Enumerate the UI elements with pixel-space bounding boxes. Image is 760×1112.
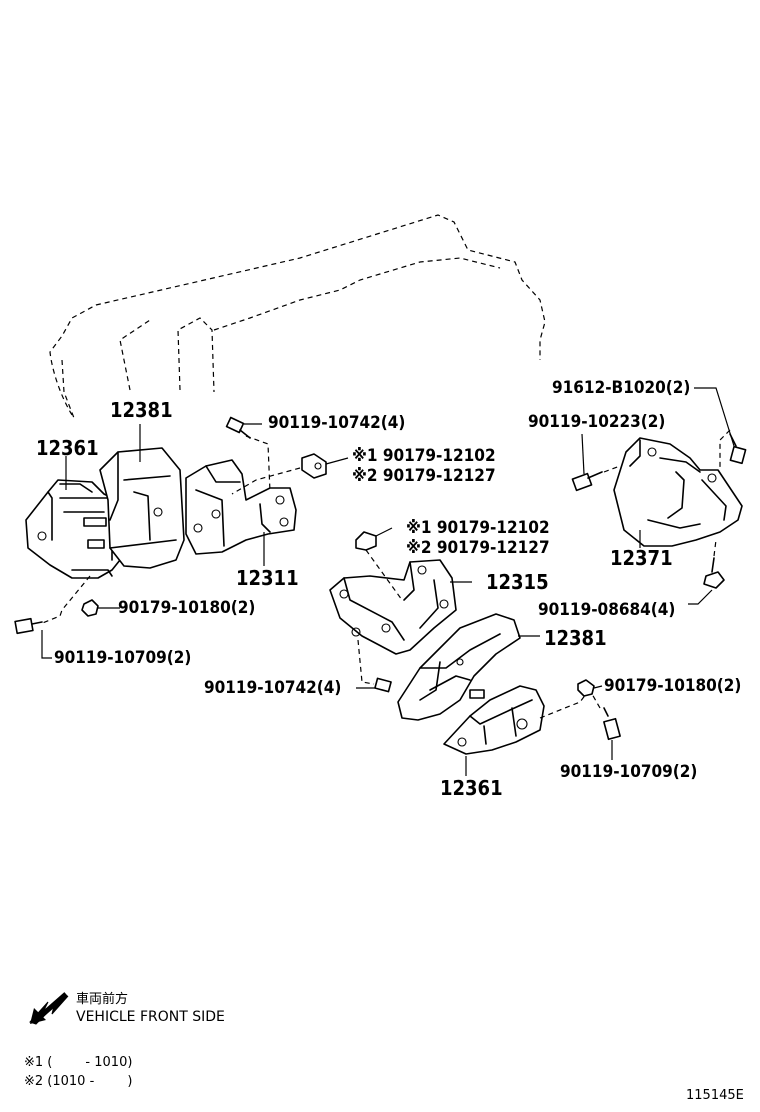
label-90119-08684: 90119-08684(4) <box>538 600 676 620</box>
label-90179-12127-mid: ※2 90179-12127 <box>406 538 550 558</box>
label-12381-right: 12381 <box>544 626 607 650</box>
label-90119-10709-left: 90119-10709(2) <box>54 648 192 668</box>
legend-front-jp: 車両前方 <box>76 992 129 1007</box>
front-direction-arrow-icon <box>29 992 69 1025</box>
part-12381-left-bracket <box>99 447 185 569</box>
part-12361-left-mount <box>25 479 125 579</box>
label-12315: 12315 <box>486 570 549 594</box>
part-12315-bracket <box>329 559 457 655</box>
part-12311-left-bracket <box>185 459 297 555</box>
bolt-90119-08684-icon <box>703 557 725 589</box>
label-90179-12127-top: ※2 90179-12127 <box>352 466 496 486</box>
label-12361-left: 12361 <box>36 436 99 460</box>
figure-code: 115145E <box>686 1088 744 1103</box>
bolt-90119-10709-right-icon <box>603 707 621 741</box>
nut-90179-12102-top-icon <box>301 453 327 479</box>
label-12371: 12371 <box>610 546 673 570</box>
part-12371-rear-mount <box>613 437 743 547</box>
part-12361-right-mount <box>443 685 545 755</box>
label-90119-10709-right: 90119-10709(2) <box>560 762 698 782</box>
label-90119-10223: 90119-10223(2) <box>528 412 666 432</box>
note-2: ※2 (1010 - ) <box>24 1074 133 1089</box>
label-12361-right: 12361 <box>440 776 503 800</box>
label-90179-12102-mid: ※1 90179-12102 <box>406 518 550 538</box>
label-12381-left: 12381 <box>110 398 173 422</box>
part-12381-right-insulator <box>397 613 521 721</box>
label-90179-10180-right: 90179-10180(2) <box>604 676 742 696</box>
nut-90179-10180-left-icon <box>81 599 99 617</box>
nut-90179-10180-right-icon <box>577 679 595 697</box>
nut-91612-b1020-icon <box>729 433 747 465</box>
label-12311: 12311 <box>236 566 299 590</box>
note-1: ※1 ( - 1010) <box>24 1055 133 1070</box>
label-90179-10180-left: 90179-10180(2) <box>118 598 256 618</box>
bolt-90119-10709-left-icon <box>14 617 43 635</box>
bolt-90119-10223-icon <box>571 471 603 492</box>
legend-front-en: VEHICLE FRONT SIDE <box>76 1009 225 1025</box>
engine-outline <box>49 214 546 419</box>
nut-90179-12102-mid-icon <box>355 531 377 551</box>
label-90119-10742-mid: 90119-10742(4) <box>204 678 342 698</box>
bolt-90119-10742-top-icon <box>225 416 251 439</box>
label-90119-10742-top: 90119-10742(4) <box>268 413 406 433</box>
bolt-90119-10742-mid-icon <box>374 677 392 693</box>
label-90179-12102-top: ※1 90179-12102 <box>352 446 496 466</box>
leader-lines <box>41 387 735 776</box>
label-91612-b1020: 91612-B1020(2) <box>552 378 691 398</box>
